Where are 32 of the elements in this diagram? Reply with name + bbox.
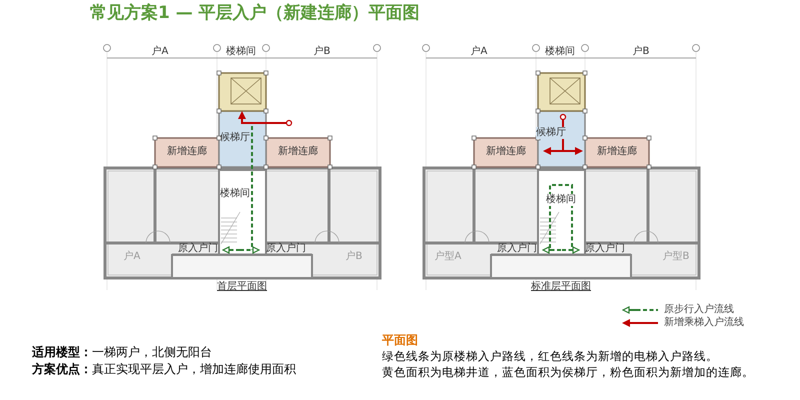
info-text: 方案优点：真正实现平层入户，增加连廊使用面积 <box>32 363 296 377</box>
room-label: 楼梯间 <box>220 188 250 200</box>
room-label: 新增连廊 <box>597 146 637 158</box>
dimension-label: 楼梯间 <box>226 46 256 58</box>
dimension-label: 楼梯间 <box>545 46 575 58</box>
room-label: 候梯厅 <box>220 132 250 144</box>
dimension-label: 户A <box>152 46 168 58</box>
room-label: 新增连廊 <box>167 146 207 158</box>
room-label: 新增连廊 <box>278 146 318 158</box>
drawing-caption: 首层平面图 <box>217 281 267 292</box>
dimension-label: 户B <box>314 46 330 58</box>
description-text: 黄色面积为电梯井道，蓝色面积为侯梯厅，粉色面积为新增加的连廊。 <box>382 366 754 380</box>
info-text: 适用楼型：一梯两户，北侧无阳台 <box>32 346 212 360</box>
room-label: 新增连廊 <box>486 146 526 158</box>
legend-label: 新增乘梯入户流线 <box>664 317 744 328</box>
dimension-label: 户B <box>632 46 650 58</box>
dimension-label: 户A <box>470 46 488 58</box>
room-label: 楼梯间 <box>546 194 576 206</box>
room-label: 候梯厅 <box>536 127 566 138</box>
description-text: 绿色线条为原楼梯入户路线，红色线条为新增的电梯入户路线。 <box>382 350 718 364</box>
room-label: 户型B <box>662 251 690 262</box>
door-label: 原入户门 <box>585 243 625 254</box>
room-label: 户A <box>124 251 140 262</box>
room-label: 户型A <box>434 251 462 262</box>
door-label: 原入户门 <box>497 243 537 254</box>
drawing-caption: 标准层平面图 <box>531 281 591 292</box>
door-label: 原入户门 <box>266 243 306 254</box>
room-label: 户B <box>346 251 362 262</box>
legend-label: 原步行入户流线 <box>664 304 734 316</box>
door-label: 原入户门 <box>178 243 218 254</box>
diagram-title: 常见方案1 — 平层入户（新建连廊）平面图 <box>90 4 420 24</box>
section-heading: 平面图 <box>382 334 418 348</box>
